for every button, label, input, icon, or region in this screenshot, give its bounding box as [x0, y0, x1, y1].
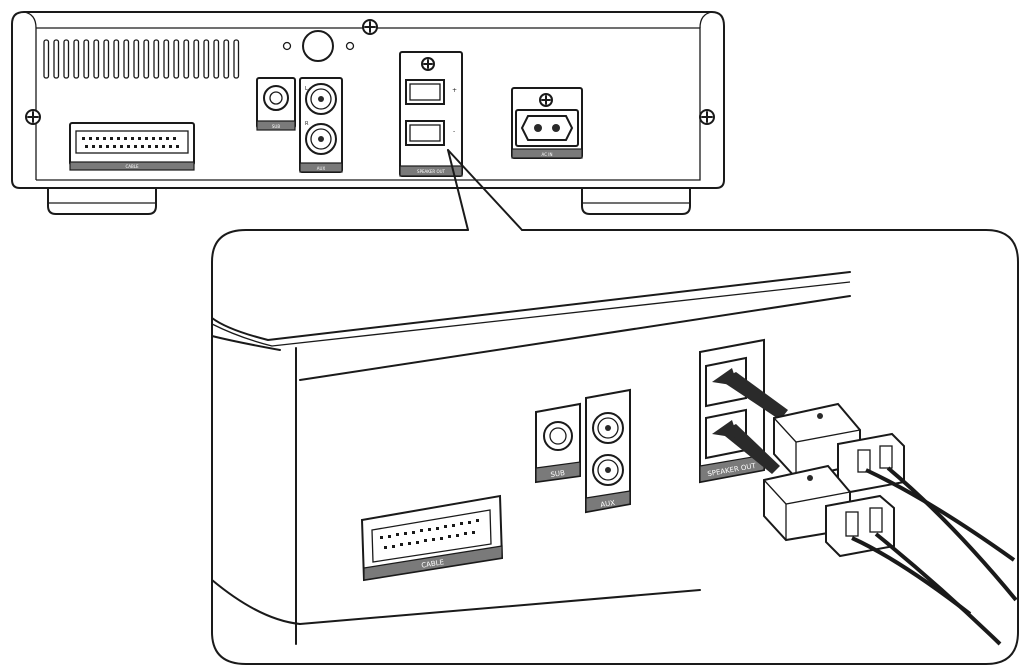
speaker-plug-upper [773, 402, 905, 494]
round-socket-icon [282, 30, 355, 62]
speaker-out-zoom: SPEAKER OUT [699, 338, 765, 484]
ac-in-label: AC IN [542, 152, 553, 157]
aux-jacks: L R AUX [299, 77, 343, 173]
insert-arrow-icon [712, 420, 780, 474]
device-foot-left [47, 185, 157, 215]
cable-port-zoom: CABLE [360, 494, 504, 582]
sub-jack-label: SUB [272, 124, 280, 129]
vent-grille [43, 39, 240, 79]
zoom-callout-lines [447, 149, 523, 231]
screw-icon [699, 109, 715, 125]
sub-jack: SUB [256, 77, 296, 131]
cable-port: CABLE [69, 122, 195, 171]
speaker-positive-mark: + [452, 87, 457, 94]
speaker-plug-lower [763, 464, 895, 558]
speaker-out-terminals: + - SPEAKER OUT [399, 51, 463, 177]
cable-port-label: CABLE [125, 164, 139, 169]
speaker-cables [851, 466, 1018, 646]
cable-port-zoom-label: CABLE [421, 558, 445, 569]
aux-jack-label: AUX [317, 166, 326, 171]
screw-icon [25, 109, 41, 125]
ac-in-socket: AC IN [511, 87, 583, 159]
speaker-out-label: SPEAKER OUT [417, 169, 445, 174]
rca-left-mark: L [305, 86, 308, 92]
screw-icon [362, 19, 378, 35]
device-foot-right [581, 185, 691, 215]
rca-right-mark: R [305, 121, 309, 127]
sub-jack-zoom: SUB [535, 402, 581, 484]
device-rear-view: CABLE SUB L R AUX [11, 11, 725, 215]
insert-arrow-icon [712, 368, 788, 420]
aux-jacks-zoom-label: AUX [600, 499, 616, 509]
zoom-detail-view: CABLE SUB AUX SPEAKER OUT [211, 229, 1019, 665]
speaker-negative-mark: - [453, 128, 455, 135]
sub-jack-zoom-label: SUB [550, 469, 566, 479]
aux-jacks-zoom: AUX [585, 388, 631, 514]
